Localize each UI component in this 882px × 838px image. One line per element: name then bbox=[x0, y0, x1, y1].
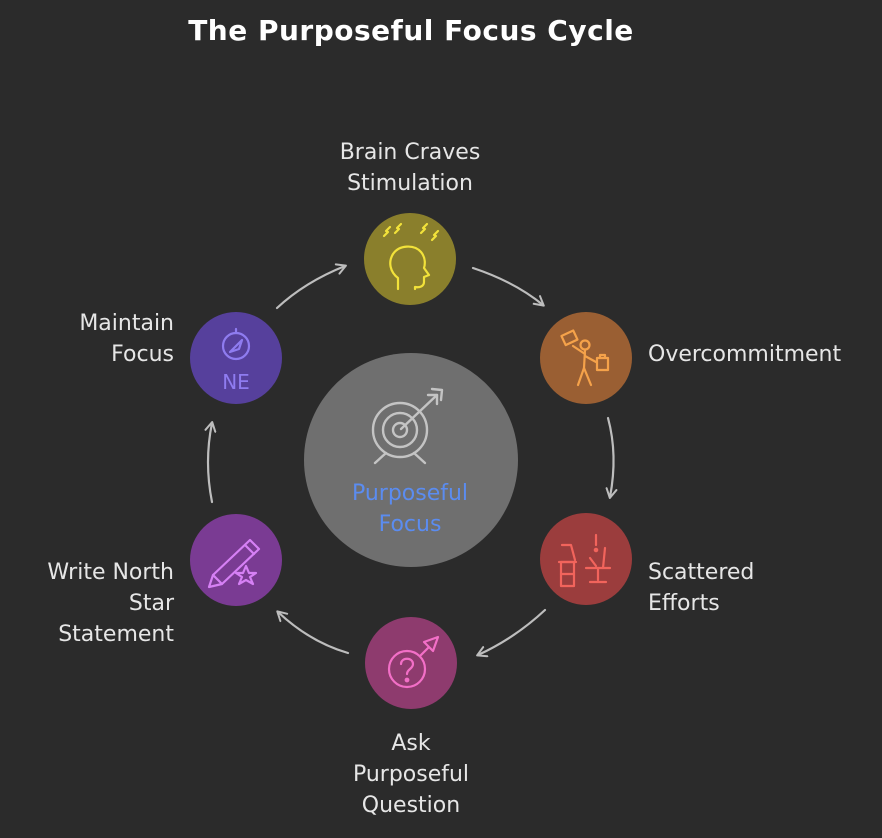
compass-icon bbox=[221, 327, 251, 361]
juggling-person-icon bbox=[560, 329, 610, 387]
arrow-step6-to-step1 bbox=[275, 263, 347, 310]
center-circle bbox=[304, 353, 518, 567]
step-write-north-star-statement bbox=[190, 514, 282, 606]
arrow-step5-to-step6 bbox=[204, 421, 217, 504]
compass-icon-label: NE bbox=[222, 370, 250, 394]
step-scattered-efforts bbox=[540, 513, 632, 605]
label-write-north-star-statement: Write North Star Statement bbox=[47, 560, 174, 647]
label-overcommitment: Overcommitment bbox=[648, 342, 842, 367]
label-brain-craves-stimulation: Brain Craves Stimulation bbox=[339, 140, 481, 196]
diagram-title: The Purposeful Focus Cycle bbox=[188, 14, 634, 47]
desk-chair-icon bbox=[557, 533, 612, 588]
cycle-arrows bbox=[204, 263, 618, 658]
label-maintain-focus: Maintain Focus bbox=[79, 311, 174, 367]
label-scattered-efforts: Scattered Efforts bbox=[648, 560, 755, 616]
arrow-step2-to-step3 bbox=[605, 416, 618, 499]
head-lightning-icon bbox=[382, 222, 440, 291]
step-brain-craves-stimulation bbox=[364, 213, 456, 305]
step-maintain-focus: NE bbox=[190, 312, 282, 404]
label-ask-purposeful-question: Ask Purposeful Question bbox=[352, 731, 470, 818]
pencil-star-icon bbox=[207, 538, 261, 589]
target-arrow-icon bbox=[371, 387, 444, 465]
arrow-step3-to-step4 bbox=[476, 608, 547, 658]
center-node bbox=[304, 353, 518, 567]
arrow-step4-to-step5 bbox=[276, 610, 350, 655]
step-overcommitment bbox=[540, 312, 632, 404]
center-label: Purposeful Focus bbox=[310, 478, 510, 540]
question-arrow-icon bbox=[387, 635, 440, 689]
step-ask-purposeful-question bbox=[365, 617, 457, 709]
center-label-line2: Focus bbox=[378, 512, 442, 537]
arrow-step1-to-step2 bbox=[471, 266, 545, 307]
center-label-line1: Purposeful bbox=[351, 481, 469, 506]
